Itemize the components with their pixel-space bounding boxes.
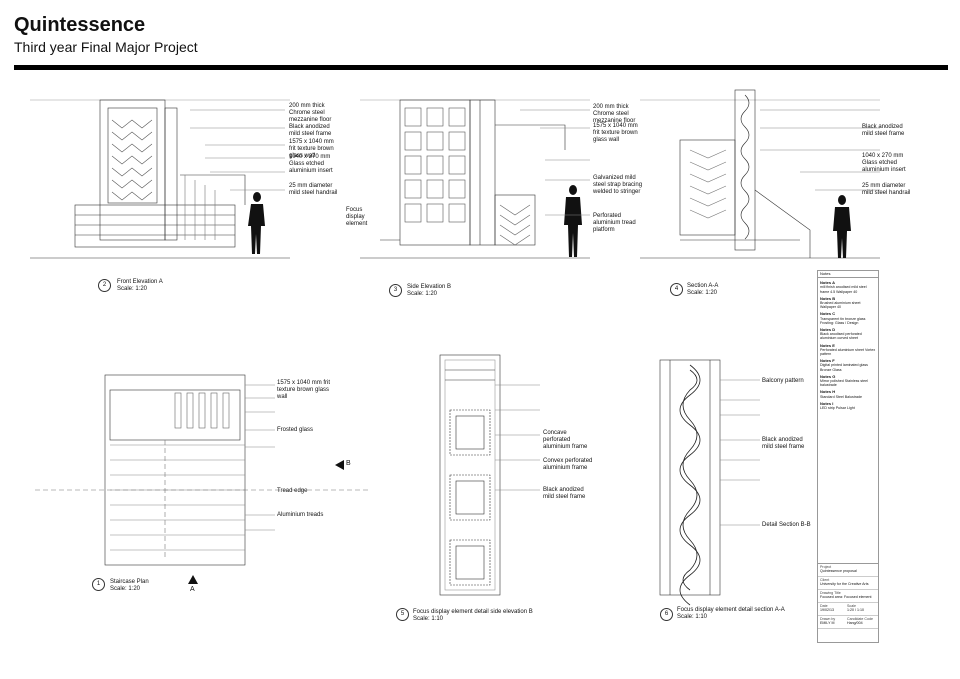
side-elevation-drawing <box>360 99 590 259</box>
front-elevation-drawing <box>30 99 290 259</box>
annotation: Detail Section B-B <box>762 522 811 528</box>
drawing-number-2: 2 <box>98 279 111 292</box>
drawing-scale: Scale: 1:20 <box>687 290 718 296</box>
note-heading: Notes B <box>820 295 836 301</box>
drawing-number-3: 3 <box>389 284 402 297</box>
annotation: Convex perforated aluminium frame <box>543 458 593 471</box>
annotation: Concave perforated aluminium frame <box>543 430 588 450</box>
tb-label: Date <box>820 604 828 608</box>
drawing-scale: Scale: 1:20 <box>407 291 438 297</box>
tb-value: University for the Creative Arts <box>820 582 869 586</box>
note-heading: Notes F <box>820 358 835 364</box>
drawing-title: Focus display element detail side elevat… <box>413 609 533 615</box>
annotation: Focus display element <box>346 207 368 227</box>
page-title: Quintessence <box>14 14 146 36</box>
annotation: Black anodized mild steel frame <box>862 124 905 137</box>
annotation: Black anodized mild steel frame <box>543 487 586 500</box>
annotation: Frosted glass <box>277 427 314 433</box>
note-heading: Notes G <box>820 373 836 379</box>
drawing-number-4: 4 <box>670 283 683 296</box>
note-text: Mirror polished Stainless steel balustra… <box>820 379 868 388</box>
annotation: 1040 x 270 mm Glass etched aluminium ins… <box>289 154 333 174</box>
annotation: Perforated aluminium tread platform <box>593 213 636 233</box>
annotation: 25 mm diameter mild steel handrail <box>862 183 911 196</box>
drawing-label-side: Side Elevation B Scale: 1:20 <box>407 284 451 298</box>
annotation: 1040 x 270 mm Glass etched aluminium ins… <box>862 153 906 173</box>
drawing-title: Staircase Plan <box>110 579 149 585</box>
note-text: Standard Steel Balustrade <box>820 394 862 399</box>
detail-section-drawing <box>659 359 760 606</box>
annotation: Tread edge <box>277 488 308 494</box>
annotation: 1575 x 1040 mm frit texture brown glass … <box>289 139 334 159</box>
page-subtitle: Third year Final Major Project <box>14 39 198 55</box>
section-marker-b: B <box>346 460 351 467</box>
tb-label: Candidate Code <box>847 617 873 621</box>
section-drawing <box>640 89 880 259</box>
section-marker-a: A <box>190 586 195 593</box>
drawing-label-section: Section A-A Scale: 1:20 <box>687 283 718 297</box>
staircase-plan-drawing <box>35 374 370 584</box>
title-rule <box>14 65 948 70</box>
drawing-title: Focus display element detail section A-A <box>677 607 785 613</box>
annotation: Aluminium treads <box>277 512 324 518</box>
drawing-title: Section A-A <box>687 283 719 289</box>
annotation: Black anodized mild steel frame <box>762 437 805 450</box>
tb-label: Client <box>820 578 830 582</box>
drawing-label-detail6: Focus display element detail section A-A… <box>677 607 785 621</box>
note-heading: Notes E <box>820 342 835 348</box>
note-text: Transparent tin bronze glass Frosting: G… <box>820 316 866 325</box>
note-text: Black anodised perforated aluminium curv… <box>820 332 862 341</box>
annotation: 200 mm thick Chrome steel mezzanine floo… <box>593 104 636 124</box>
note-text: Digital printed laminated glass Bronze G… <box>820 363 868 372</box>
annotation: 200 mm thick Chrome steel mezzanine floo… <box>289 103 332 123</box>
tb-value: EMILY M <box>820 621 835 625</box>
note-text: LED strip Pulsar Light <box>820 406 855 411</box>
drawing-label-plan: Staircase Plan Scale: 1:20 <box>110 579 149 593</box>
tb-value: Focused area: Focused element <box>820 595 872 599</box>
tb-value: Quintessence proposal <box>820 569 857 573</box>
drawing-scale: Scale: 1:20 <box>110 586 141 592</box>
note-text: mill finish anodised mild steel frame 4.… <box>820 285 867 294</box>
annotation: Black anodized mild steel frame <box>289 124 332 137</box>
drawing-title: Front Elevation A <box>117 279 163 285</box>
drawing-number-1: 1 <box>92 578 105 591</box>
detail-side-elevation-drawing <box>439 354 540 596</box>
note-heading: Notes C <box>820 311 836 317</box>
note-heading: Notes A <box>820 280 835 286</box>
drawing-label-detail5: Focus display element detail side elevat… <box>413 609 533 623</box>
tb-value: 1:20 / 1:10 <box>847 608 864 612</box>
tb-label: Scale <box>847 604 856 608</box>
tb-value: Hang/004 <box>847 621 863 625</box>
notes-title: Notes <box>818 271 878 279</box>
annotation: Balcony pattern <box>762 378 804 384</box>
annotation: 1575 x 1040 mm frit texture brown glass … <box>277 380 331 400</box>
drawing-number-5: 5 <box>396 608 409 621</box>
drawing-title: Side Elevation B <box>407 284 452 290</box>
tb-label: Drawn by <box>820 617 836 621</box>
note-heading: Notes H <box>820 389 836 395</box>
tb-value: 19/02/13 <box>820 608 834 612</box>
note-heading: Notes I <box>820 400 834 406</box>
note-text: Brushed aluminium sheet Wallpaper 40 <box>820 301 861 310</box>
note-text: Perforated aluminium sheet Vortex patter… <box>820 347 876 357</box>
drawing-scale: Scale: 1:10 <box>677 614 708 620</box>
tb-label: Drawing Title <box>820 591 841 595</box>
drawing-number-6: 6 <box>660 608 673 621</box>
annotation: Galvanized mild steel strap bracing weld… <box>593 175 643 195</box>
drawing-scale: Scale: 1:10 <box>413 616 444 622</box>
note-heading: Notes D <box>820 327 836 333</box>
annotation: 25 mm diameter mild steel handrail <box>289 183 338 196</box>
annotation: 1575 x 1040 mm frit texture brown glass … <box>593 123 638 143</box>
tb-label: Project <box>820 565 832 569</box>
drawing-label-front: Front Elevation A Scale: 1:20 <box>117 279 163 293</box>
drawing-scale: Scale: 1:20 <box>117 286 148 292</box>
